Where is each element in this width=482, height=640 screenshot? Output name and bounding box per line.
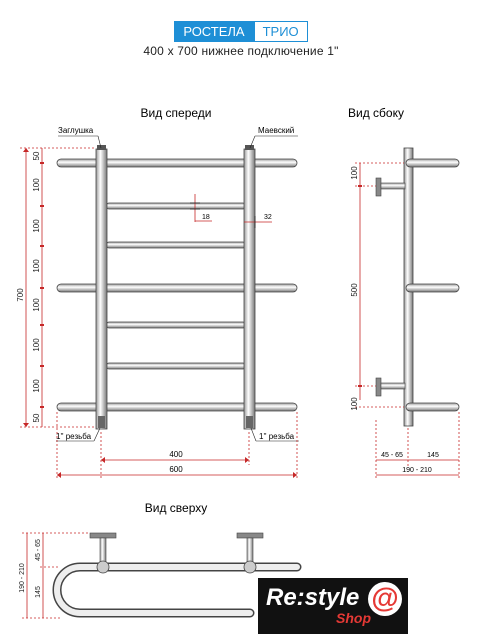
right-thread	[246, 416, 253, 428]
dim-100-2: 100	[32, 219, 41, 233]
bracket-bottom-arm	[380, 382, 406, 390]
subtitle: 400 x 700 нижнее подключение 1"	[143, 44, 339, 58]
model-label: ТРИО	[253, 21, 308, 42]
side-dim-100-bottom: 100	[350, 397, 359, 411]
logo-at-icon: @	[368, 582, 402, 616]
bar-5	[105, 321, 247, 329]
bar-7	[56, 402, 298, 412]
thread-right-label: 1'' резьба	[259, 432, 295, 441]
side-view-title: Вид сбоку	[348, 106, 404, 120]
dim-100-6: 100	[32, 379, 41, 393]
plug-cap	[97, 145, 106, 150]
bar-2	[105, 202, 247, 210]
left-thread	[98, 416, 105, 428]
right-riser	[243, 148, 256, 430]
top-dim-45-65: 45 - 65	[35, 539, 42, 561]
side-dim-190-210: 190 - 210	[402, 467, 432, 474]
top-bracket-right-plate	[236, 532, 264, 539]
side-dim-100-top: 100	[350, 166, 359, 180]
top-dim-190-210: 190 - 210	[19, 563, 26, 593]
side-dim-45-65: 45 - 65	[381, 452, 403, 459]
top-view-title: Вид сверху	[145, 501, 208, 515]
dim-100-1: 100	[32, 178, 41, 192]
left-riser	[95, 148, 108, 430]
top-view: 190 - 210 45 - 65 145	[19, 532, 302, 619]
dim-600: 600	[169, 465, 183, 474]
side-bar-bottom	[405, 402, 460, 412]
side-bar-top	[405, 158, 460, 168]
bracket-bottom-plate	[375, 377, 382, 397]
dim-32: 32	[264, 214, 272, 221]
dim-100-4: 100	[32, 298, 41, 312]
thread-left-label: 1'' резьба	[56, 432, 92, 441]
side-view: 100 500 100 45 - 65 145 190 - 210	[350, 147, 460, 478]
dim-100-3: 100	[32, 259, 41, 273]
bracket-top-plate	[375, 177, 382, 197]
top-bracket-left-plate	[89, 532, 117, 539]
dim-50-top: 50	[32, 151, 41, 160]
logo-main-text: Re:style	[266, 584, 360, 611]
top-bracket-right-arm	[246, 537, 254, 563]
header: РОСТЕЛА ТРИО	[0, 21, 482, 42]
dim-700: 700	[16, 288, 25, 302]
bar-6	[105, 362, 247, 370]
top-bracket-left-arm	[99, 537, 107, 563]
bracket-top-arm	[380, 182, 406, 190]
top-riser-left	[96, 560, 110, 574]
logo-sub-text: Shop	[336, 610, 371, 626]
dim-50-bottom: 50	[32, 413, 41, 422]
side-dim-500: 500	[350, 283, 359, 297]
dim-100-5: 100	[32, 338, 41, 352]
restyle-shop-logo: Re:style Shop @	[258, 578, 408, 634]
top-riser-right	[243, 560, 257, 574]
side-bar-mid	[405, 283, 460, 293]
top-dim-145: 145	[35, 586, 42, 598]
front-view: Заглушка Маевский 1'' резьба 1'' резьба	[16, 126, 299, 478]
bar-4	[56, 283, 298, 293]
bar-3	[105, 241, 247, 249]
mayevsky-cap	[245, 145, 254, 150]
front-ticks	[40, 162, 44, 408]
brand-label: РОСТЕЛА	[174, 21, 254, 42]
top-bar-outline	[54, 564, 300, 616]
plug-label: Заглушка	[58, 126, 94, 135]
dim-18: 18	[202, 214, 210, 221]
dim-400: 400	[169, 450, 183, 459]
mayevsky-label: Маевский	[258, 126, 294, 135]
front-view-title: Вид спереди	[140, 106, 211, 120]
side-dim-145: 145	[427, 452, 439, 459]
bar-1	[56, 158, 298, 168]
